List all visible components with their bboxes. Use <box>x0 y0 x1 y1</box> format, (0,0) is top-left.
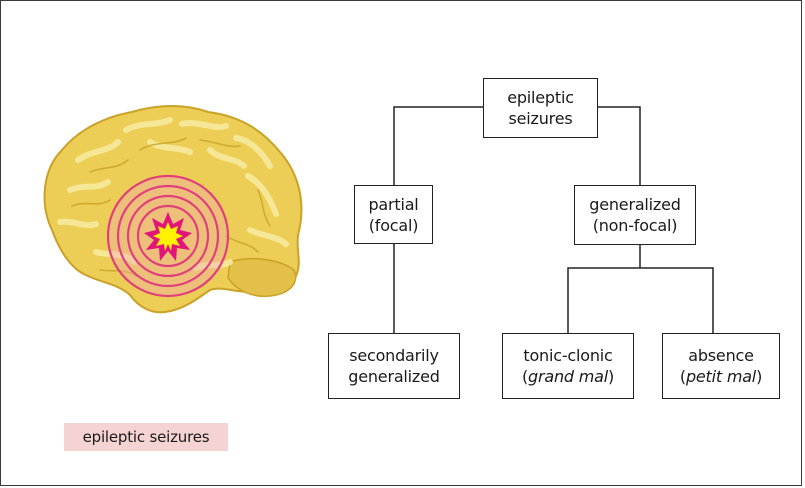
node-root-line1: epileptic <box>507 87 574 108</box>
connector-root-generalized <box>598 107 640 185</box>
node-secondary-line2: generalized <box>348 366 439 387</box>
node-tonic-line1: tonic-clonic <box>523 345 612 366</box>
node-generalized-non-focal: generalized (non-focal) <box>574 185 696 245</box>
node-absence-line2: (petit mal) <box>680 366 762 387</box>
node-epileptic-seizures: epileptic seizures <box>483 78 598 138</box>
brain-illustration <box>45 106 302 312</box>
node-generalized-line1: generalized <box>589 194 680 215</box>
node-partial-line2: (focal) <box>369 215 419 236</box>
node-secondarily-generalized: secondarily generalized <box>328 333 460 399</box>
node-absence: absence (petit mal) <box>662 333 780 399</box>
node-absence-italic: petit mal <box>686 367 756 386</box>
node-partial-line1: partial <box>368 194 418 215</box>
node-partial-focal: partial (focal) <box>354 185 433 244</box>
figure-caption: epileptic seizures <box>64 423 228 451</box>
connector-split-children <box>568 268 713 333</box>
node-tonic-italic: grand mal <box>528 367 608 386</box>
node-secondary-line1: secondarily <box>349 345 439 366</box>
node-absence-line1: absence <box>688 345 754 366</box>
node-tonic-clonic: tonic-clonic (grand mal) <box>502 333 634 399</box>
node-generalized-line2: (non-focal) <box>593 215 678 236</box>
node-root-line2: seizures <box>509 108 573 129</box>
node-tonic-line2: (grand mal) <box>522 366 614 387</box>
connector-root-partial <box>394 107 483 185</box>
